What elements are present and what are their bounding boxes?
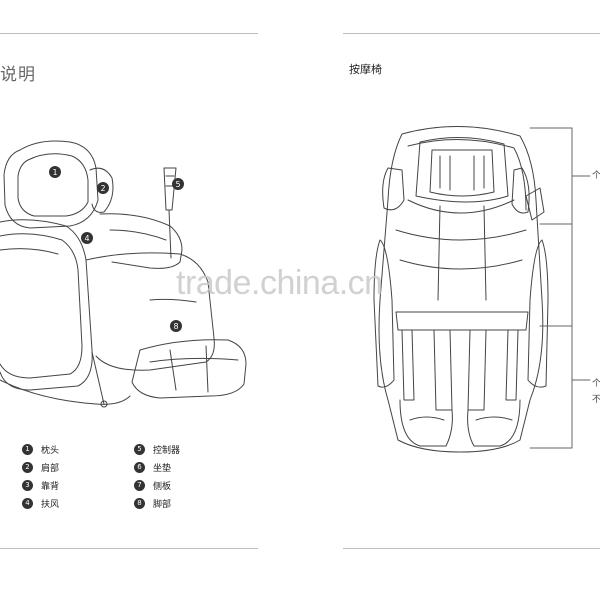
legend-item: 6 坐垫 xyxy=(134,458,180,476)
callout-1: 1 xyxy=(52,168,57,177)
legend-label: 扶风 xyxy=(41,499,60,510)
parts-legend-right: 5 控制器 6 坐垫 7 侧板 8 脚部 xyxy=(134,440,180,512)
legend-item: 5 控制器 xyxy=(134,440,180,458)
edge-mark-1: 个 xyxy=(592,171,600,181)
edge-mark-2: 个 xyxy=(592,379,600,389)
legend-label: 侧板 xyxy=(153,481,172,492)
top-rule-right xyxy=(343,33,600,34)
legend-label: 坐垫 xyxy=(153,463,172,474)
legend-number: 2 xyxy=(22,461,33,473)
legend-number: 8 xyxy=(134,497,145,509)
callout-4: 4 xyxy=(84,234,89,243)
callout-2: 2 xyxy=(100,184,105,193)
right-page-title: 按摩椅 xyxy=(349,63,382,76)
side-view-chair: 1 2 4 5 8 xyxy=(0,140,247,408)
edge-mark-3: 不 xyxy=(592,395,600,405)
legend-item: 1 枕头 xyxy=(22,440,59,458)
legend-label: 肩部 xyxy=(41,463,60,474)
legend-number: 3 xyxy=(22,479,33,491)
legend-number: 5 xyxy=(134,443,145,455)
legend-number: 4 xyxy=(22,497,33,509)
legend-label: 脚部 xyxy=(153,499,172,510)
top-rule-left xyxy=(0,33,258,34)
legend-item: 7 侧板 xyxy=(134,476,180,494)
legend-item: 8 脚部 xyxy=(134,494,180,512)
legend-item: 3 靠背 xyxy=(22,476,59,494)
legend-item: 4 扶风 xyxy=(22,494,59,512)
legend-item: 2 肩部 xyxy=(22,458,59,476)
callout-5: 5 xyxy=(175,180,180,189)
watermark-text: trade.china.cn xyxy=(176,264,383,302)
left-page-title: 说明 xyxy=(0,65,36,85)
legend-label: 控制器 xyxy=(153,445,181,456)
front-view-chair xyxy=(373,126,591,453)
parts-legend-left: 1 枕头 2 肩部 3 靠背 4 扶风 xyxy=(22,440,59,512)
legend-number: 6 xyxy=(134,461,145,473)
bottom-rule-right xyxy=(343,548,600,549)
bottom-rule-left xyxy=(0,548,258,549)
legend-label: 枕头 xyxy=(41,445,60,456)
legend-number: 1 xyxy=(22,443,33,455)
callout-8: 8 xyxy=(173,322,178,331)
legend-label: 靠背 xyxy=(41,481,60,492)
legend-number: 7 xyxy=(134,479,145,491)
